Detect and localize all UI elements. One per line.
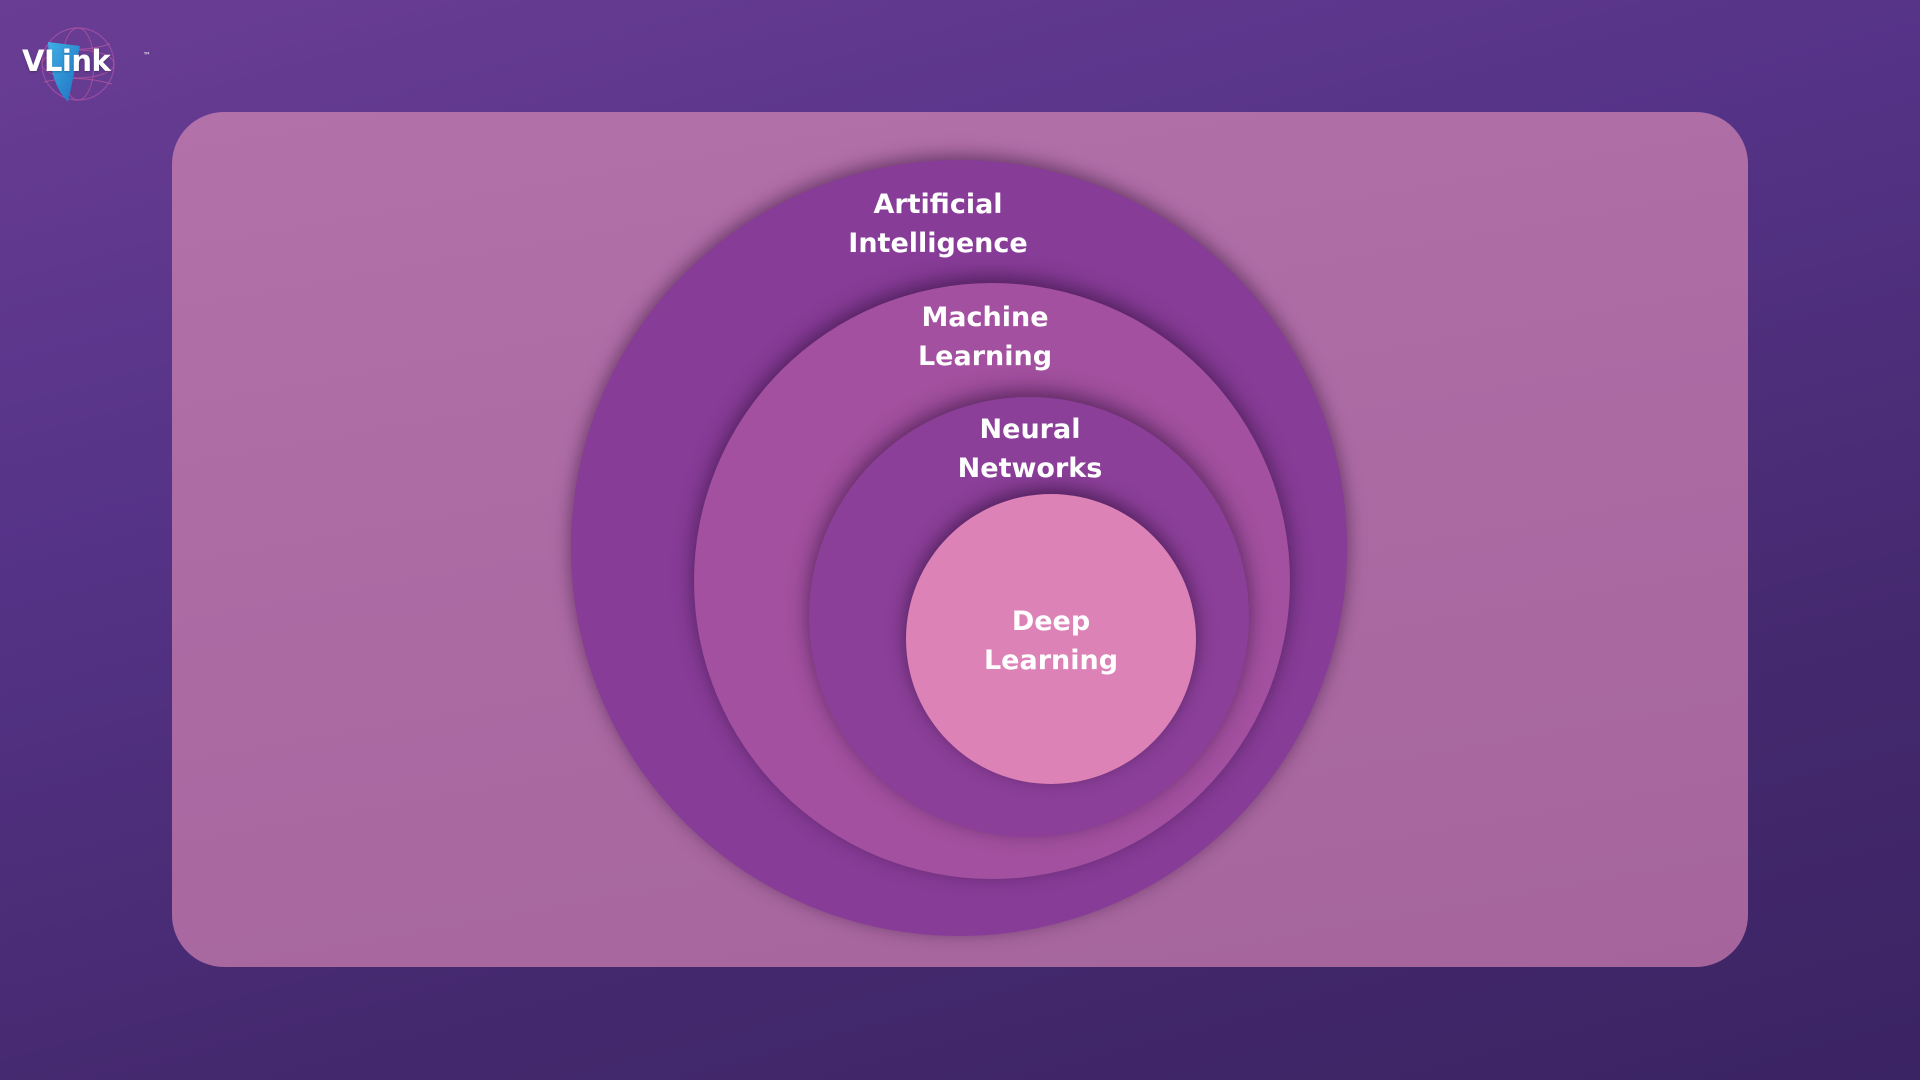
neural-networks-label: Neural Networks <box>910 410 1150 488</box>
label-line-1: Neural <box>979 414 1081 445</box>
label-line-2: Intelligence <box>848 228 1028 259</box>
label-line-1: Machine <box>921 302 1049 333</box>
label-line-1: Deep <box>1011 606 1091 637</box>
vlink-logo[interactable]: VLink ™ <box>18 24 151 106</box>
globe-icon <box>41 27 115 102</box>
machine-learning-label: Machine Learning <box>865 298 1105 376</box>
label-line-2: Learning <box>917 341 1053 372</box>
logo-wordmark: VLink <box>22 44 111 78</box>
label-line-2: Networks <box>957 453 1103 484</box>
label-line-2: Learning <box>983 645 1119 676</box>
label-line-1: Artificial <box>873 189 1003 220</box>
logo-trademark: ™ <box>143 51 151 60</box>
artificial-intelligence-label: Artificial Intelligence <box>818 185 1058 263</box>
deep-learning-circle <box>906 494 1196 784</box>
deep-learning-label: Deep Learning <box>931 602 1171 680</box>
